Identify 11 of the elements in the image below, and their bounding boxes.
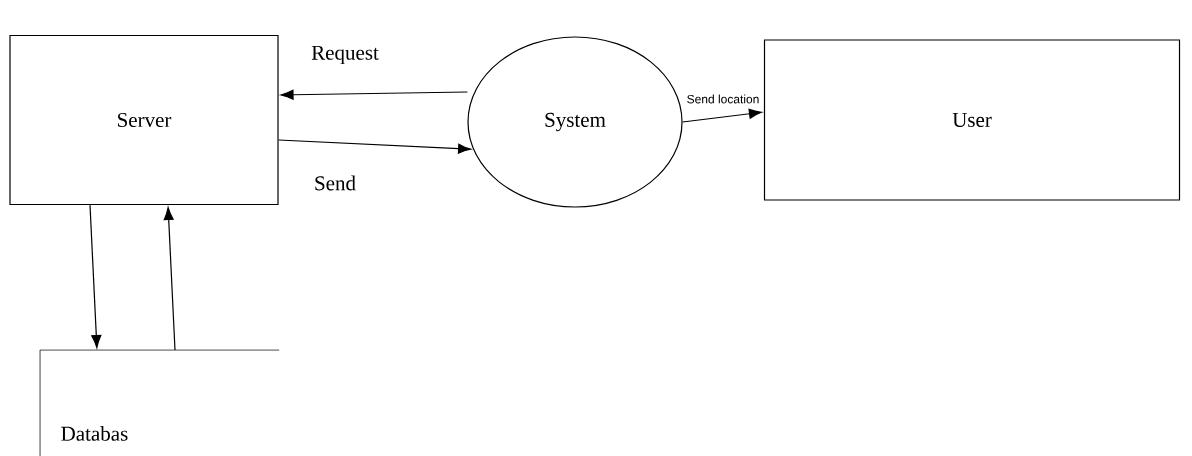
arrow — [163, 207, 176, 351]
edge-label: Request — [311, 45, 379, 65]
arrow — [682, 108, 762, 123]
arrow — [280, 89, 468, 100]
process-box: User — [763, 39, 1181, 201]
arrow — [89, 204, 102, 349]
edge-label: Send — [315, 175, 356, 191]
data-store: Databas — [39, 349, 280, 456]
process-box: Server — [9, 34, 279, 206]
arrow — [278, 139, 472, 154]
edge-label: Send location — [687, 94, 759, 104]
